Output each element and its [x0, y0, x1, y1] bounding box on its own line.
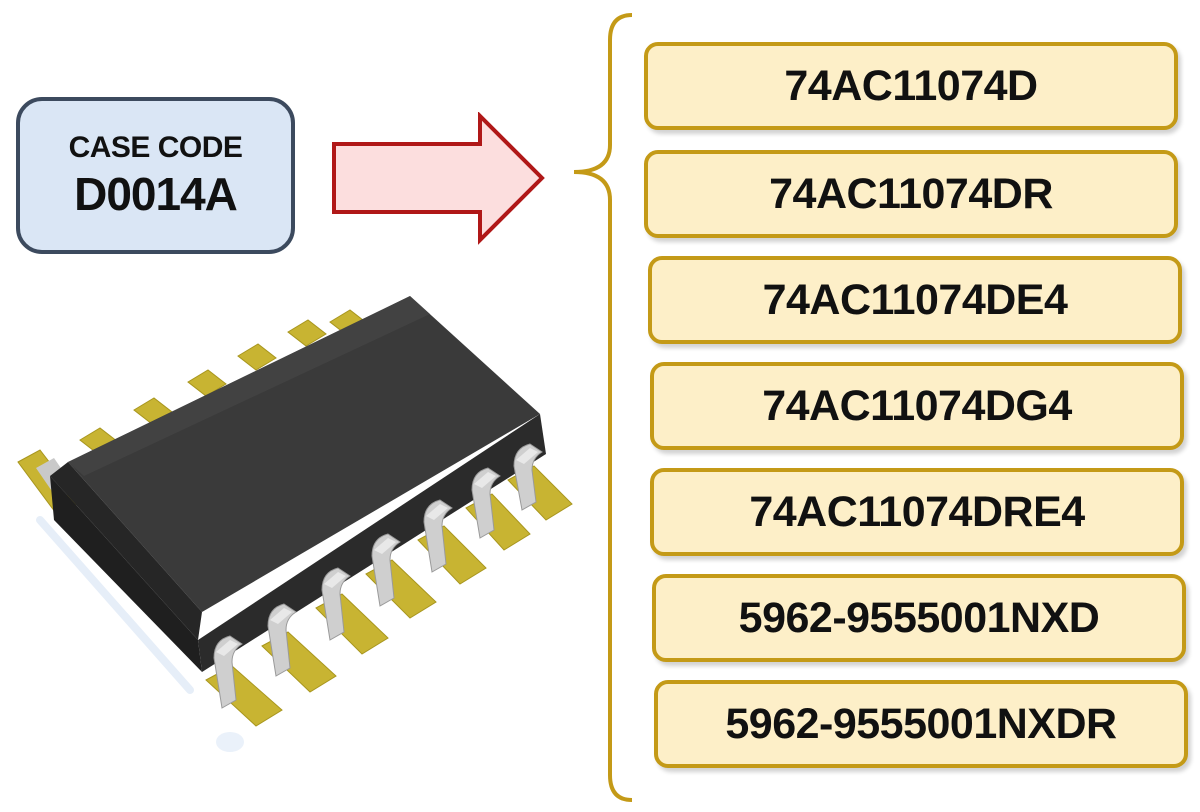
right-arrow-icon [332, 112, 545, 245]
soic-14-package-icon [17, 296, 573, 752]
part-number-item: 74AC11074DE4 [648, 256, 1182, 344]
case-code-box: CASE CODE D0014A [16, 97, 295, 254]
part-number-item: 74AC11074DR [644, 150, 1178, 238]
part-number-item: 74AC11074D [644, 42, 1178, 130]
part-number-item: 74AC11074DRE4 [650, 468, 1184, 556]
left-curly-brace-icon [573, 13, 633, 802]
case-code-title: CASE CODE [68, 130, 243, 164]
part-number-item: 5962-9555001NXDR [654, 680, 1188, 768]
part-number-item: 5962-9555001NXD [652, 574, 1186, 662]
part-number-item: 74AC11074DG4 [650, 362, 1184, 450]
case-code-value: D0014A [74, 167, 238, 220]
